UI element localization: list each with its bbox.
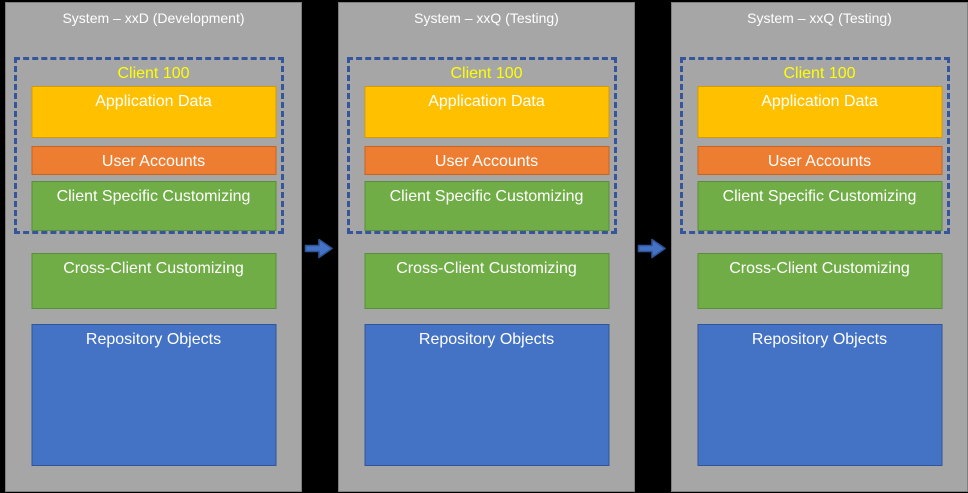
client-label: Client 100 — [783, 65, 856, 82]
client-dashed-box — [347, 57, 617, 234]
system-title: System – xxD (Development) — [62, 10, 245, 26]
system-title: System – xxQ (Testing) — [747, 10, 892, 26]
repository-objects-box: Repository Objects — [31, 324, 276, 466]
user-accounts-box: User Accounts — [697, 146, 942, 175]
system-title: System – xxQ (Testing) — [414, 10, 559, 26]
repository-objects-box: Repository Objects — [697, 324, 942, 466]
application-data-box: Application Data — [697, 86, 942, 138]
application-data-box: Application Data — [31, 86, 276, 138]
transport-arrow-icon — [304, 238, 333, 259]
user-accounts-box: User Accounts — [31, 146, 276, 175]
system-panel-testing-1: System – xxQ (Testing) Client 100 Applic… — [338, 2, 635, 492]
user-accounts-box: User Accounts — [364, 146, 609, 175]
system-panel-development: System – xxD (Development) Client 100 Ap… — [5, 2, 302, 492]
client-label: Client 100 — [117, 65, 190, 82]
client-specific-customizing-box: Client Specific Customizing — [31, 181, 276, 231]
client-dashed-box — [14, 57, 284, 234]
transport-arrow-icon — [637, 238, 666, 259]
client-dashed-box — [680, 57, 950, 234]
repository-objects-box: Repository Objects — [364, 324, 609, 466]
system-panel-testing-2: System – xxQ (Testing) Client 100 Applic… — [671, 2, 968, 492]
cross-client-customizing-box: Cross-Client Customizing — [31, 253, 276, 309]
client-specific-customizing-box: Client Specific Customizing — [364, 181, 609, 231]
client-label: Client 100 — [450, 65, 523, 82]
cross-client-customizing-box: Cross-Client Customizing — [697, 253, 942, 309]
client-specific-customizing-box: Client Specific Customizing — [697, 181, 942, 231]
application-data-box: Application Data — [364, 86, 609, 138]
cross-client-customizing-box: Cross-Client Customizing — [364, 253, 609, 309]
